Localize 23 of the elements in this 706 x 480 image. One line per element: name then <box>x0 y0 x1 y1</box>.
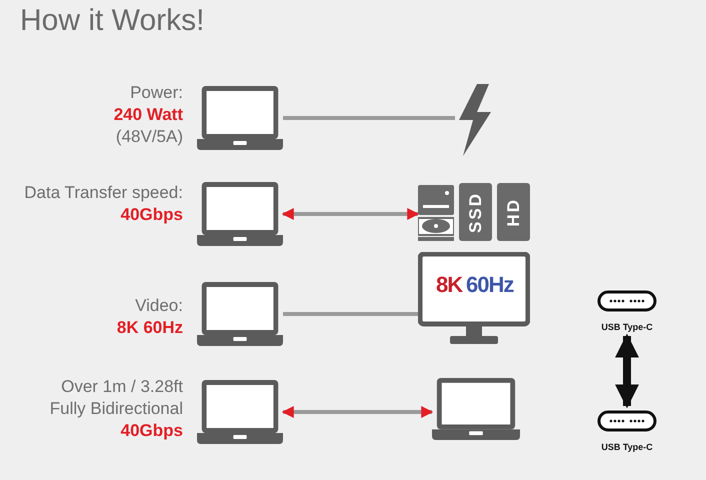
laptop-icon <box>197 380 283 444</box>
laptop-icon <box>197 86 283 150</box>
drive-block: HD <box>497 183 530 241</box>
spec-text: Over 1m / 3.28ft Fully Bidirectional 40Gbps <box>48 376 183 442</box>
laptop-icon <box>197 182 283 246</box>
drive-block: SSD <box>459 183 492 241</box>
refresh-rate-text: 60Hz <box>466 272 514 298</box>
monitor-drawing <box>418 252 530 344</box>
node-box <box>598 290 656 312</box>
spec-text: Power: 240 Watt (48V/5A) <box>112 82 183 148</box>
cable <box>283 116 455 120</box>
cable <box>282 406 434 418</box>
title: How it Works! <box>20 4 204 38</box>
laptop-icon <box>197 282 283 346</box>
spec-text: Data Transfer speed: 40Gbps <box>23 182 183 226</box>
spec-text: Video: 8K 60Hz <box>116 295 183 339</box>
cable <box>283 312 418 316</box>
double-arrow <box>615 334 639 408</box>
laptop-icon <box>432 378 520 440</box>
resolution-text: 8K <box>436 272 462 298</box>
disc-drive-icon <box>418 185 454 241</box>
node-box <box>598 410 656 432</box>
cable <box>282 208 420 220</box>
